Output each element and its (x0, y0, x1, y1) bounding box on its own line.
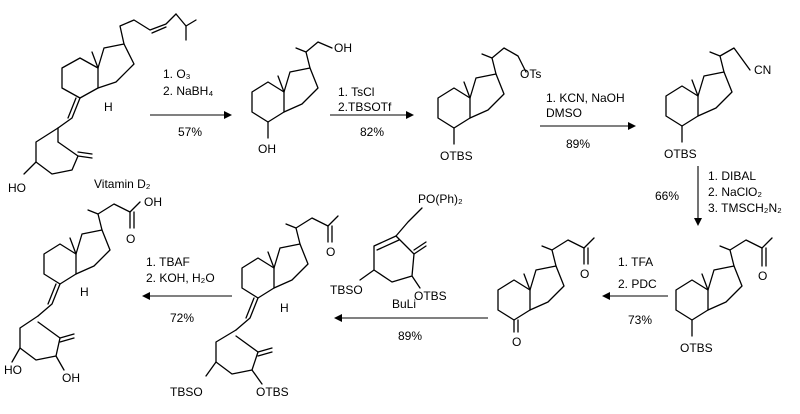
c6-o-label: O (580, 267, 589, 281)
c7-o-label: O (326, 245, 335, 259)
c8-oh-acid-label: OH (144, 195, 162, 209)
compound-6-structure (497, 237, 595, 333)
c8-o-label: O (126, 232, 135, 246)
step3-line1: 1. KCN, NaOH (546, 91, 625, 105)
step4-line2: 2. NaClO₂ (708, 185, 762, 199)
step3-yield: 89% (566, 137, 590, 151)
c6-ketone-label: O (512, 335, 521, 349)
reagent-po-label: PO(Ph)₂ (418, 192, 463, 206)
reagent-otbs-label: OTBS (414, 289, 447, 303)
step2-yield: 82% (360, 125, 384, 139)
c5-o-label: O (758, 269, 767, 283)
c8-ho-label: HO (4, 363, 22, 377)
c4-otbs-label: OTBS (664, 147, 697, 161)
step7-yield: 72% (170, 311, 194, 325)
c1-h-label: H (104, 100, 113, 114)
step5-yield: 73% (628, 313, 652, 327)
step5-line2: 2. PDC (618, 277, 657, 291)
c7-tbso-label: TBSO (170, 385, 203, 399)
step6-line1: BuLi (392, 297, 416, 311)
step3-line2: DMSO (546, 106, 582, 120)
step2-line2: 2.TBSOTf (338, 100, 392, 114)
c1-ho-label: HO (8, 181, 26, 195)
c4-cn-label: CN (754, 63, 771, 77)
arrowhead-step-7 (142, 292, 150, 300)
c8-h-label: H (80, 285, 89, 299)
step1-line1: 1. O₃ (163, 67, 191, 81)
phosphine-oxide-reagent-structure (359, 207, 427, 289)
compound-4-structure (665, 47, 751, 143)
step1-line2: 2. NaBH₄ (163, 84, 213, 98)
step5-line1: 1. TFA (618, 255, 653, 269)
compound-8-structure (11, 201, 141, 371)
arrowhead-step-5 (602, 292, 610, 300)
step1-yield: 57% (178, 125, 202, 139)
arrowhead-step-3 (628, 122, 636, 130)
c3-ots-label: OTs (520, 67, 541, 81)
arrowhead-step-2 (406, 111, 414, 119)
vitamin-d2-label: Vitamin D₂ (94, 177, 151, 191)
step4-line3: 3. TMSCH₂N₂ (708, 201, 782, 215)
c7-h-label: H (280, 301, 289, 315)
reagent-tbso-label: TBSO (330, 283, 363, 297)
c5-otbs-label: OTBS (680, 341, 713, 355)
step4-yield: 66% (655, 189, 679, 203)
vitamin-d2-structure (23, 13, 197, 175)
arrowhead-step-4 (694, 218, 702, 226)
step2-line1: 1. TsCl (338, 85, 374, 99)
compound-3-structure (437, 47, 527, 145)
step6-yield: 89% (398, 329, 422, 343)
step4-line1: 1. DIBAL (708, 169, 756, 183)
c2-oh-label: OH (258, 142, 276, 156)
arrowhead-step-1 (224, 111, 232, 119)
c3-otbs-label: OTBS (440, 149, 473, 163)
c2-oh-top-label: OH (334, 41, 352, 55)
compound-7-structure (205, 215, 339, 385)
step7-line2: 2. KOH, H₂O (146, 271, 215, 285)
c8-oh-label: OH (62, 371, 80, 385)
step7-line1: 1. TBAF (146, 255, 190, 269)
c7-otbs-label: OTBS (256, 385, 289, 399)
compound-2-structure (251, 41, 333, 139)
compound-5-structure (675, 237, 773, 337)
arrowhead-step-6 (334, 314, 342, 322)
